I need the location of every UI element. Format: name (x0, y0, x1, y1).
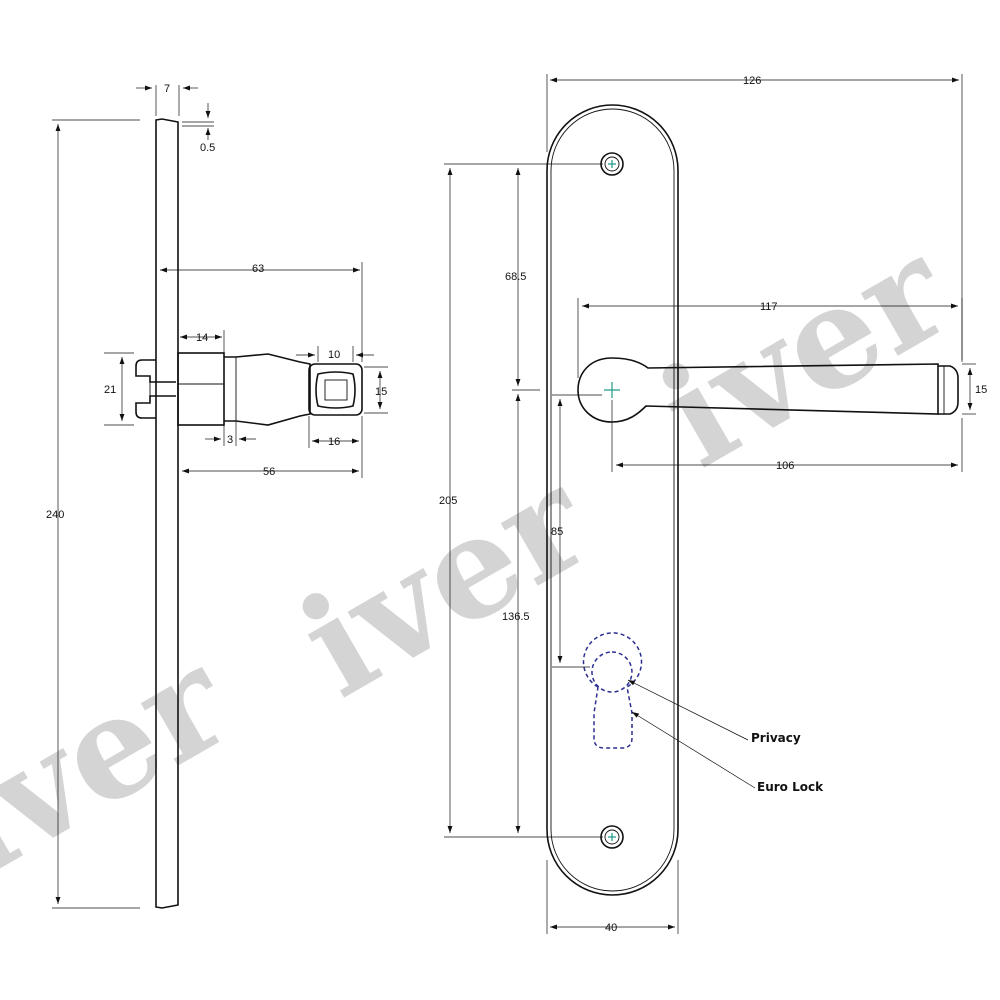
top-screw (600, 152, 624, 176)
dim-projection: 63 (252, 263, 264, 275)
dim-spindle-to-keyhole: 85 (551, 526, 563, 538)
dim-handle-projection: 56 (263, 466, 275, 478)
spindle-centre-mark (604, 382, 620, 398)
dim-neck: 3 (227, 434, 233, 446)
front-plate-outline (546, 104, 679, 896)
lever-handle (577, 357, 939, 423)
watermark-group: iver iver iver (0, 208, 976, 910)
dim-plate-width: 40 (605, 922, 617, 934)
side-view: 7 0.5 240 63 14 10 15 21 (46, 83, 388, 909)
dim-plate-thickness: 7 (164, 83, 170, 95)
dim-offset: 0.5 (200, 142, 215, 154)
watermark-text-2: iver (275, 438, 616, 730)
side-grip-outer (308, 363, 363, 416)
dim-spindle-size: 15 (375, 386, 387, 398)
dim-overall-width: 126 (743, 75, 761, 87)
callout-euro-lock: Euro Lock (757, 780, 824, 794)
dim-overall-height: 240 (46, 509, 64, 521)
dim-screw-centres: 205 (439, 495, 457, 507)
side-plate-outline (155, 118, 179, 909)
dim-top-to-spindle: 68.5 (505, 271, 526, 283)
side-stem (224, 353, 311, 426)
dim-lever-reach: 106 (776, 460, 794, 472)
callout-privacy: Privacy (751, 731, 801, 745)
bottom-screw (600, 825, 624, 849)
dim-grip-width: 16 (328, 436, 340, 448)
dim-lever-thickness: 15 (975, 384, 987, 396)
dim-rose-length: 14 (196, 332, 208, 344)
dim-spindle-to-bottom: 136.5 (502, 611, 530, 623)
keyhole-outline-outer (582, 632, 643, 749)
dim-spindle-square: 10 (328, 349, 340, 361)
watermark-text-3: iver (635, 208, 976, 500)
dim-rose-diameter: 21 (104, 384, 116, 396)
dim-lever-length: 117 (760, 301, 778, 313)
side-rose (177, 352, 225, 426)
side-spindle-stub (135, 359, 176, 419)
keyhole-outline-inner (591, 651, 633, 693)
watermark-text-1: iver (0, 618, 256, 910)
front-view: Privacy Euro Lock 126 205 68.5 136.5 117… (439, 74, 987, 934)
